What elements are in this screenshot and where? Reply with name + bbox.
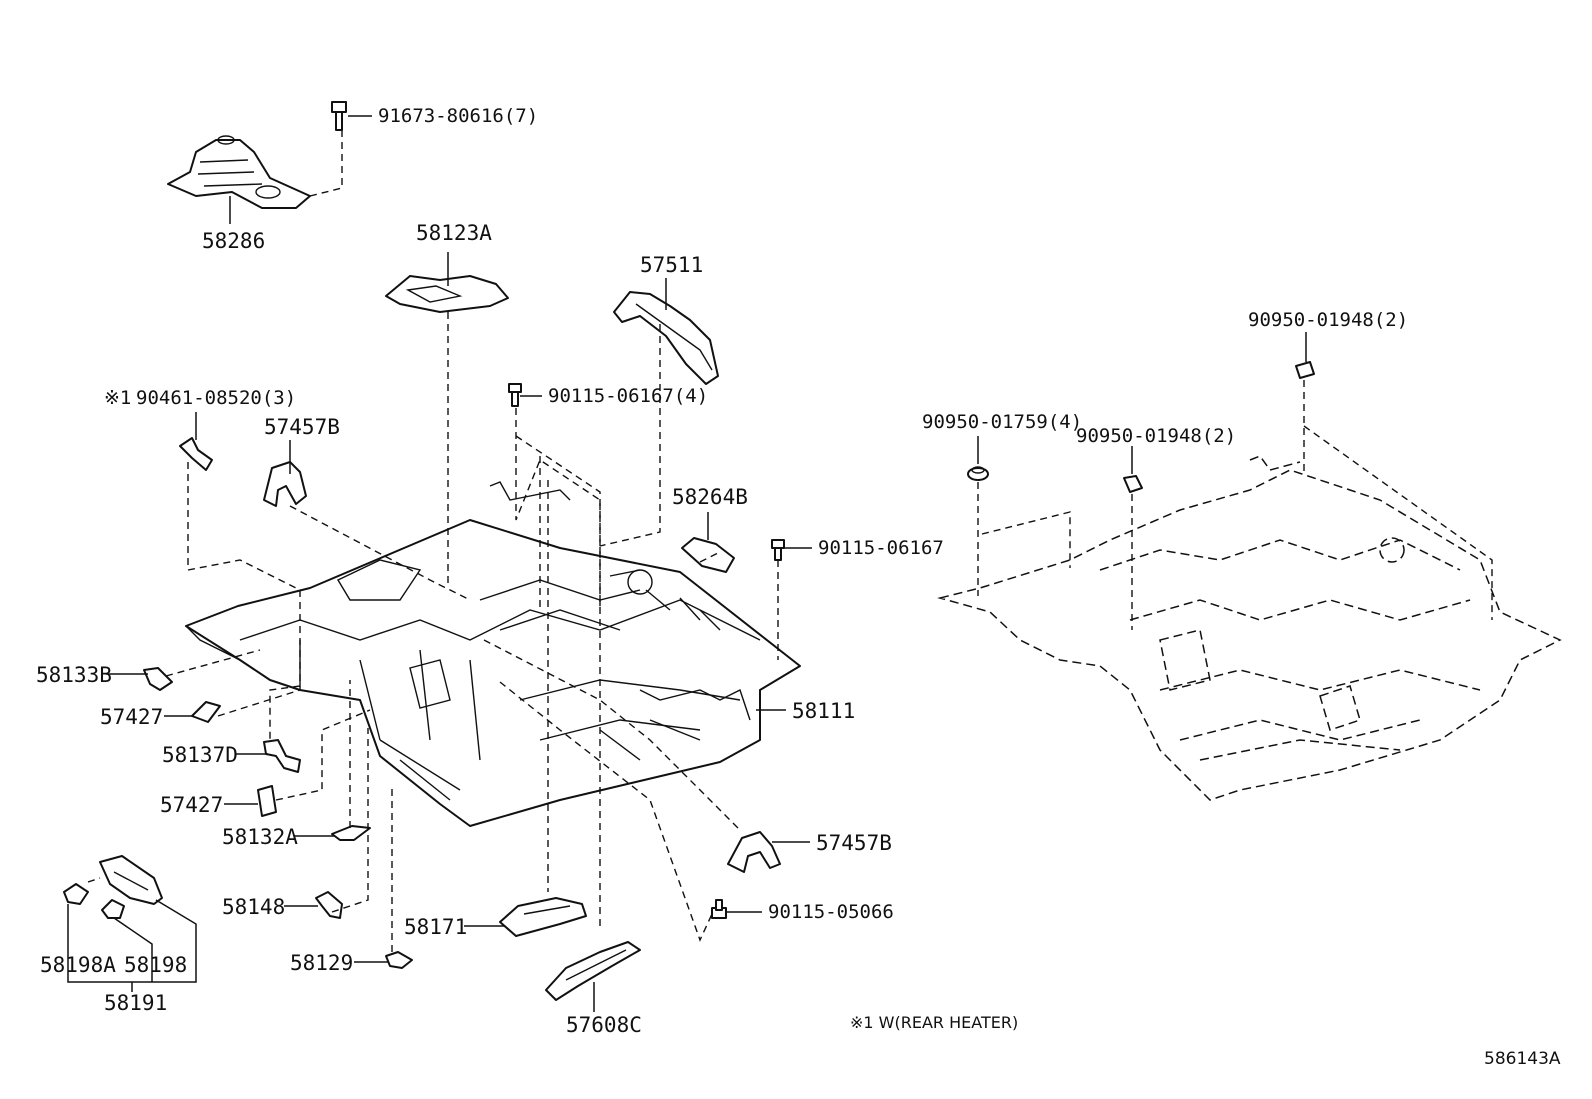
label-plug-1759: 90950-01759(4) bbox=[922, 411, 1082, 433]
grommet-assembly-58191 bbox=[63, 855, 163, 919]
label-grommet-b: 58198 bbox=[124, 953, 187, 977]
floor-pan-rear-heater bbox=[937, 455, 1562, 801]
label-reinforcement: 58171 bbox=[404, 915, 467, 939]
callout-labels: 91673-80616(7) 58286 58123A 57511 ※1 904… bbox=[36, 105, 1408, 1037]
crossmember-57511 bbox=[613, 291, 719, 385]
label-bracket-148: 58148 bbox=[222, 895, 285, 919]
label-bolt-top: 91673-80616(7) bbox=[378, 105, 538, 127]
label-crossmember-lower: 57608C bbox=[566, 1013, 642, 1037]
label-bolt-right: 90115-06167 bbox=[818, 537, 944, 559]
label-plug-1948-b: 90950-01948(2) bbox=[1248, 309, 1408, 331]
seal-57427-b bbox=[257, 785, 277, 817]
plug-90950-01948-b bbox=[1295, 361, 1315, 379]
bracket-57457B-lower bbox=[727, 831, 781, 873]
label-rear-heater-clip: 90461-08520(3) bbox=[136, 387, 296, 409]
label-bracket-a: 58132A bbox=[222, 825, 298, 849]
plug-90950-01759 bbox=[967, 466, 989, 481]
label-seal-b: 57427 bbox=[160, 793, 223, 817]
label-bracket-d: 58137D bbox=[162, 743, 238, 767]
reinforcement-58171 bbox=[499, 897, 587, 937]
pad-58264B bbox=[681, 537, 735, 573]
bolt-91673 bbox=[331, 101, 347, 131]
label-plug-a: 58133B bbox=[36, 663, 112, 687]
label-pad-right: 58264B bbox=[672, 485, 748, 509]
bracket-58148 bbox=[315, 891, 343, 919]
bolt-90115-right bbox=[771, 539, 785, 561]
label-floor-pan: 58111 bbox=[792, 699, 855, 723]
boot-58286 bbox=[167, 135, 311, 209]
seal-57427-a bbox=[191, 701, 221, 723]
plug-58133B bbox=[143, 667, 173, 691]
label-grommet-a: 58198A bbox=[40, 953, 116, 977]
label-crossmember-upper: 57511 bbox=[640, 253, 703, 277]
label-boot: 58286 bbox=[202, 229, 265, 253]
bracket-57457B-upper bbox=[263, 461, 307, 507]
label-bracket-right-lower: 57457B bbox=[816, 831, 892, 855]
clip-58129 bbox=[385, 951, 413, 969]
label-heat-insulator: 58123A bbox=[416, 221, 492, 245]
bolt-90115-center bbox=[508, 383, 522, 407]
plug-90950-01948-a bbox=[1123, 475, 1143, 493]
label-bolt-lower: 90115-05066 bbox=[768, 901, 894, 923]
crossmember-57608C bbox=[545, 941, 641, 1001]
clip-90461 bbox=[179, 437, 213, 471]
label-rear-heater-mark: ※1 bbox=[104, 387, 131, 409]
label-clip-129: 58129 bbox=[290, 951, 353, 975]
footnote-rear-heater: ※1 W(REAR HEATER) bbox=[850, 1013, 1018, 1032]
heat-insulator-58123A bbox=[385, 275, 509, 313]
leader-lines bbox=[67, 115, 1307, 1012]
label-seal-a: 57427 bbox=[100, 705, 163, 729]
label-plug-1948-a: 90950-01948(2) bbox=[1076, 425, 1236, 447]
bracket-58137D bbox=[263, 739, 301, 773]
label-bolt-center: 90115-06167(4) bbox=[548, 385, 708, 407]
assembly-dashed-lines bbox=[87, 130, 1493, 952]
label-grommet-set: 58191 bbox=[104, 991, 167, 1015]
diagram-id: 586143A bbox=[1484, 1049, 1561, 1069]
bolt-90115-05066 bbox=[711, 899, 727, 919]
bracket-58132A bbox=[331, 825, 371, 841]
label-bracket-left-upper: 57457B bbox=[264, 415, 340, 439]
